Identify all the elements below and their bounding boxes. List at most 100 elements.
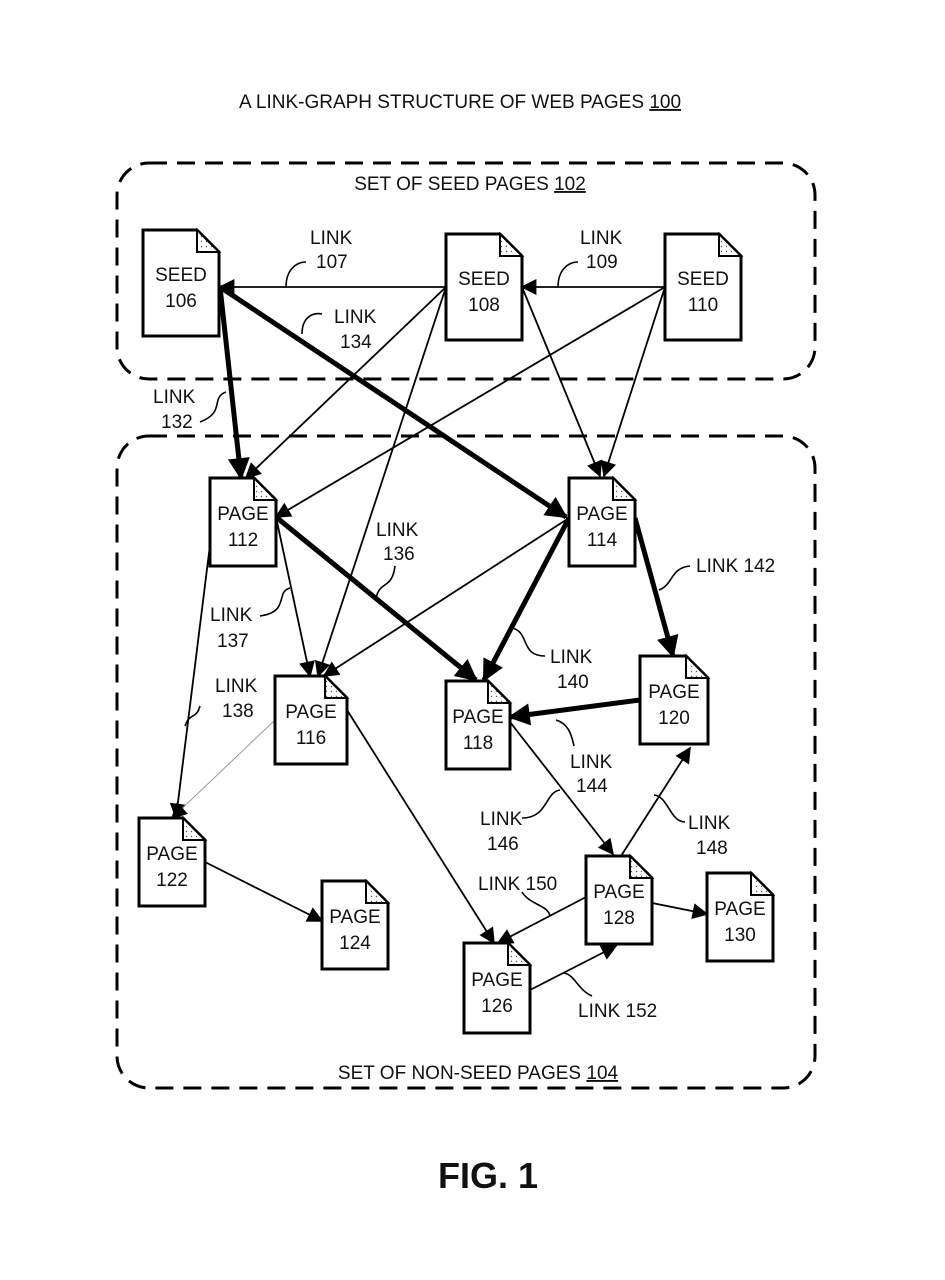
edge-106-to-114 (218, 284, 568, 520)
edge-110-to-114 (600, 286, 666, 478)
title-ref: 100 (649, 92, 681, 113)
callout-leader-132 (199, 391, 227, 423)
node-number-label: 122 (156, 870, 188, 891)
edge-112-to-116 (275, 516, 315, 678)
edge-112-to-118 (274, 515, 478, 682)
callout-leader-150 (521, 891, 551, 917)
edge-110-to-112 (274, 286, 666, 518)
edge-114-to-120 (632, 517, 679, 659)
node-kind-label: PAGE (714, 899, 765, 920)
node-number-label: 114 (587, 530, 618, 551)
node-kind-label: PAGE (471, 970, 522, 991)
node-kind-label: SEED (458, 269, 510, 290)
edge-114-to-116 (322, 517, 570, 677)
document-icon (663, 232, 743, 342)
node-number-label: 116 (296, 728, 326, 749)
edge-116-to-126 (346, 709, 495, 945)
node-number-label: 130 (724, 925, 756, 946)
page-126: PAGE 126 (462, 940, 533, 1035)
page-fold-icon (253, 475, 279, 501)
edge-114-to-118 (481, 516, 572, 682)
page-fold-icon (499, 231, 525, 257)
node-number-label: 120 (658, 708, 690, 729)
edges-layer (169, 279, 709, 991)
node-kind-label: PAGE (329, 907, 380, 928)
callout-leader-136 (375, 565, 396, 599)
page-fold-icon (629, 853, 655, 879)
page-fold-icon (718, 231, 744, 257)
node-kind-label: PAGE (285, 702, 336, 723)
node-kind-label: PAGE (217, 504, 268, 525)
node-number-label: 126 (481, 996, 513, 1017)
edge-126-to-128 (529, 945, 618, 991)
callout-leader-146 (521, 789, 561, 819)
edge-128-to-130 (651, 902, 709, 920)
page-fold-icon (324, 673, 350, 699)
page-122: PAGE 122 (137, 815, 208, 908)
node-kind-label: PAGE (593, 882, 644, 903)
edge-106-to-112 (217, 286, 250, 481)
page-fold-icon (507, 940, 533, 966)
page-112: PAGE 112 (208, 475, 279, 568)
page-fold-icon (365, 878, 391, 904)
page-fold-icon (612, 475, 638, 501)
seed-page-106: SEED 106 (141, 227, 222, 338)
seed-page-110: SEED 110 (663, 231, 744, 342)
page-116: PAGE 116 (273, 673, 350, 766)
node-kind-label: PAGE (576, 504, 627, 525)
edge-122-to-124 (204, 861, 324, 922)
edge-118-to-128 (509, 721, 614, 856)
node-number-label: 110 (688, 295, 718, 316)
edge-120-to-118 (507, 697, 641, 726)
node-kind-label: PAGE (648, 682, 699, 703)
page-114: PAGE 114 (567, 475, 638, 568)
page-fold-icon (182, 815, 208, 841)
callout-leader-137 (259, 587, 291, 617)
figure-label: FIG. 1 (438, 1155, 538, 1196)
diagram-title: A LINK-GRAPH STRUCTURE OF WEB PAGES 100 (239, 92, 681, 113)
callout-leader-140 (511, 627, 546, 657)
node-number-label: 112 (228, 530, 258, 551)
document-icon (141, 228, 221, 338)
callout-leader-144 (555, 719, 575, 747)
node-number-label: 108 (468, 295, 500, 316)
page-fold-icon (685, 653, 711, 679)
node-kind-label: PAGE (452, 707, 503, 728)
edge-128-to-120 (620, 746, 691, 857)
page-130: PAGE 130 (705, 870, 776, 963)
document-icon (444, 232, 524, 342)
callout-leader-109 (557, 261, 579, 288)
callout-leader-148 (653, 794, 686, 823)
nodes-layer: SEED106SEED108SEED110PAGE112PAGE114PAGE1… (137, 227, 776, 1035)
page-120: PAGE 120 (638, 653, 711, 746)
non-seed-pages-group-label: SET OF NON-SEED PAGES 104 (338, 1063, 619, 1084)
callout-leader-107 (285, 261, 307, 288)
node-kind-label: PAGE (146, 844, 197, 865)
node-number-label: 106 (165, 291, 197, 312)
edge-128-to-126 (496, 896, 587, 944)
callout-leader-142 (658, 565, 691, 591)
node-kind-label: SEED (155, 265, 207, 286)
page-fold-icon (196, 227, 222, 253)
non-seed-pages-group-box (115, 434, 817, 1090)
edge-108-to-114 (521, 286, 602, 478)
callout-leader-134 (301, 312, 323, 335)
seed-page-108: SEED 108 (444, 231, 525, 342)
node-kind-label: SEED (677, 269, 729, 290)
link-label-152: LINK 152 (578, 1001, 657, 1022)
